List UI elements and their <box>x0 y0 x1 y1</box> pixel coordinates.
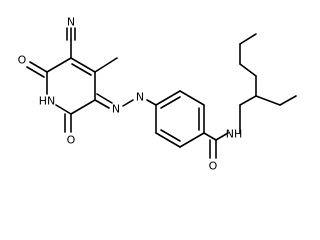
atom-amide-nh: NH <box>226 128 243 141</box>
atom-azo-n2: N <box>136 91 144 104</box>
atom-amide-o: O <box>209 160 218 173</box>
bond-ph-5-double <box>160 129 181 142</box>
chemical-structure: N O HN O N N O NH <box>18 16 297 173</box>
bond-c2-o-top-double <box>26 66 45 78</box>
bond-azo-n1-n2 <box>122 99 134 107</box>
bond-c4-methyl <box>94 57 118 73</box>
bond-c6-n1 <box>55 104 72 115</box>
bond-butyl-2 <box>239 63 257 77</box>
bond-ph-carbonyl <box>203 132 217 141</box>
atom-pyridone-o-bottom: O <box>67 134 76 147</box>
bond-butyl-4 <box>239 33 257 45</box>
bond-c5-azo-n1 <box>94 99 110 109</box>
atom-pyridone-nh: HN <box>39 95 56 108</box>
bond-c3-c4 <box>70 57 96 73</box>
bond-ph-5 <box>155 132 181 148</box>
bond-ch2-ch <box>239 95 257 106</box>
bond-c2-o-top <box>29 61 48 73</box>
bond-azo-n2-phenyl <box>146 99 157 106</box>
bond-ph-4 <box>179 132 205 148</box>
bond-c2-c3 <box>46 57 72 73</box>
bond-ph-1 <box>155 90 181 106</box>
atom-azo-n1: N <box>112 103 120 116</box>
atom-cyano-n: N <box>67 16 75 29</box>
bond-c5-c6 <box>70 99 96 115</box>
bond-carbonyl-nh <box>215 132 229 141</box>
bond-c3-c4-double <box>71 63 92 76</box>
bond-c5-azo-n1-double <box>96 93 113 104</box>
atom-pyridone-o-top: O <box>18 54 27 67</box>
bond-ch-ethyl-1 <box>255 95 281 106</box>
bond-ph-2 <box>179 90 205 106</box>
bond-ph-1-double <box>160 96 181 109</box>
bond-ethyl-2 <box>279 95 297 106</box>
